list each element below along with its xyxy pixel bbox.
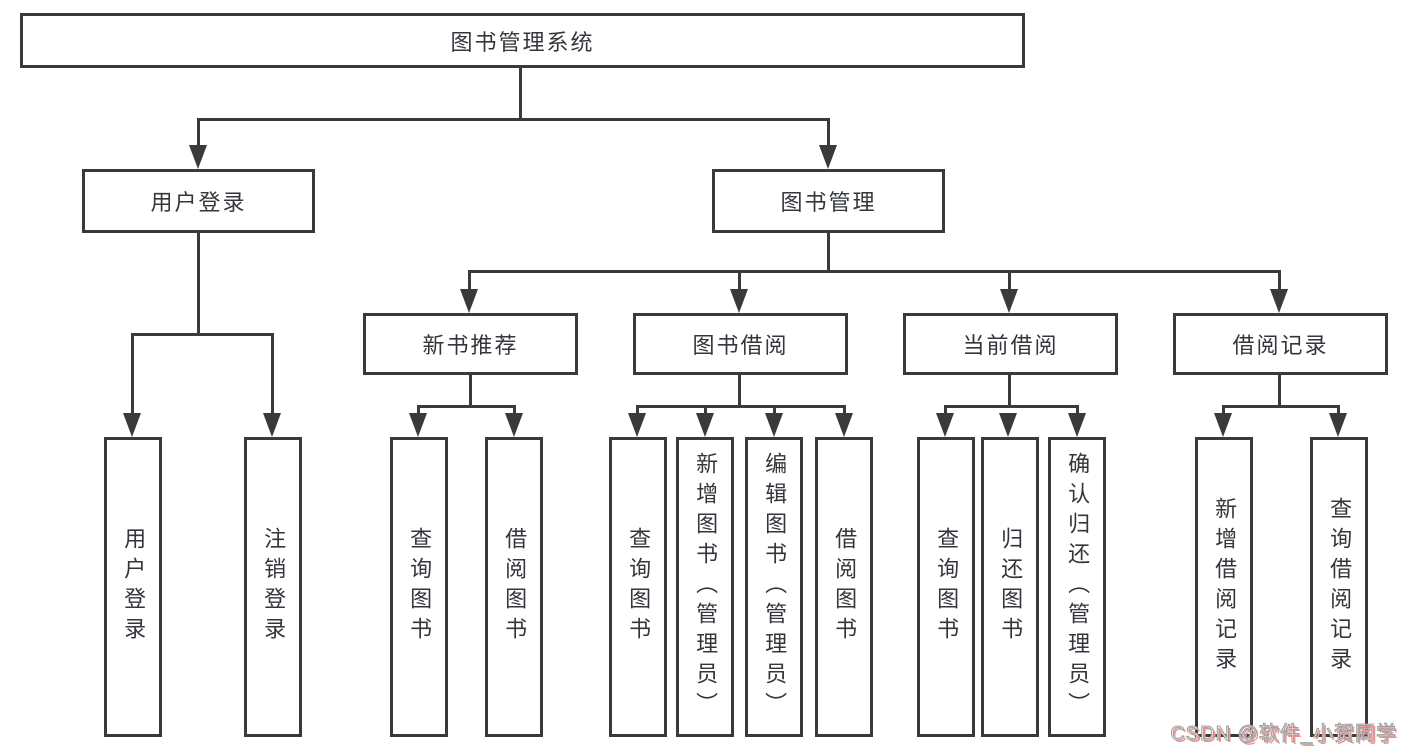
node-book-management: 图书管理 xyxy=(712,169,945,233)
node-current-borrow: 当前借阅 xyxy=(903,313,1118,375)
node-label: 借阅记录 xyxy=(1232,333,1329,358)
arrow-down-icon xyxy=(1000,289,1018,313)
leaf-query-books-borrow: 查询图书 xyxy=(609,437,667,737)
connector-line xyxy=(1278,375,1281,408)
leaf-query-books-recommend: 查询图书 xyxy=(390,437,448,737)
node-new-book-recommend: 新书推荐 xyxy=(363,313,578,375)
leaf-query-books-current: 查询图书 xyxy=(917,437,975,737)
connector-line xyxy=(1008,270,1011,292)
connector-line xyxy=(738,270,741,292)
connector-line xyxy=(468,270,1281,273)
node-label: 图书借阅 xyxy=(692,333,789,358)
connector-line xyxy=(636,405,639,417)
node-label: 查询图书 xyxy=(407,527,433,647)
arrow-down-icon xyxy=(1329,413,1347,437)
leaf-user-login: 用户登录 xyxy=(104,437,162,737)
connector-line xyxy=(1076,405,1079,417)
node-label: 当前借阅 xyxy=(962,333,1059,358)
connector-line xyxy=(197,118,830,121)
arrow-down-icon xyxy=(819,145,837,169)
node-label: 借阅图书 xyxy=(502,527,528,647)
connector-line xyxy=(1008,375,1011,408)
connector-line xyxy=(469,375,472,408)
node-label: 查询图书 xyxy=(934,527,960,647)
arrow-down-icon xyxy=(1214,413,1232,437)
node-label: 用户登录 xyxy=(121,527,147,647)
connector-line xyxy=(131,333,134,415)
leaf-return-books: 归还图书 xyxy=(981,437,1039,737)
leaf-edit-books-admin: 编辑图书（管理员） xyxy=(745,437,803,737)
arrow-down-icon xyxy=(460,289,478,313)
connector-line xyxy=(197,118,200,147)
arrow-down-icon xyxy=(1068,413,1086,437)
connector-line xyxy=(417,405,420,417)
arrow-down-icon xyxy=(696,413,714,437)
node-label: 归还图书 xyxy=(998,527,1024,647)
node-label: 注销登录 xyxy=(261,527,287,647)
node-label: 用户登录 xyxy=(150,190,247,215)
arrow-down-icon xyxy=(936,413,954,437)
connector-line xyxy=(738,375,741,408)
arrow-down-icon xyxy=(999,413,1017,437)
arrow-down-icon xyxy=(189,145,207,169)
arrow-down-icon xyxy=(263,413,281,437)
node-user-login: 用户登录 xyxy=(82,169,315,233)
connector-line xyxy=(704,405,707,417)
connector-line xyxy=(519,68,522,120)
node-label: 新增借阅记录 xyxy=(1212,497,1238,677)
node-label: 确认归还（管理员） xyxy=(1065,452,1091,722)
connector-line xyxy=(827,118,830,147)
connector-line xyxy=(773,405,776,417)
arrow-down-icon xyxy=(730,289,748,313)
node-label: 新增图书（管理员） xyxy=(693,452,719,722)
leaf-logout: 注销登录 xyxy=(244,437,302,737)
arrow-down-icon xyxy=(123,413,141,437)
arrow-down-icon xyxy=(765,413,783,437)
connector-line xyxy=(944,405,947,417)
connector-line xyxy=(1222,405,1225,417)
node-label: 图书管理系统 xyxy=(450,29,595,55)
leaf-query-borrow-record: 查询借阅记录 xyxy=(1310,437,1368,737)
connector-line xyxy=(417,405,516,408)
node-root-library-system: 图书管理系统 xyxy=(20,13,1025,68)
connector-line xyxy=(271,333,274,415)
node-label: 编辑图书（管理员） xyxy=(762,452,788,722)
connector-line xyxy=(513,405,516,417)
arrow-down-icon xyxy=(409,413,427,437)
node-label: 借阅图书 xyxy=(832,527,858,647)
csdn-watermark: CSDN @软件_小贺同学 xyxy=(1170,723,1397,746)
leaf-confirm-return-admin: 确认归还（管理员） xyxy=(1048,437,1106,737)
leaf-borrow-books-recommend: 借阅图书 xyxy=(485,437,543,737)
arrow-down-icon xyxy=(835,413,853,437)
node-label: 新书推荐 xyxy=(422,333,519,358)
connector-line xyxy=(636,405,846,408)
connector-line xyxy=(944,405,1079,408)
connector-line xyxy=(1222,405,1340,408)
node-label: 查询图书 xyxy=(626,527,652,647)
connector-line xyxy=(843,405,846,417)
node-borrow-records: 借阅记录 xyxy=(1173,313,1388,375)
connector-line xyxy=(1278,270,1281,292)
leaf-add-books-admin: 新增图书（管理员） xyxy=(676,437,734,737)
connector-line xyxy=(827,233,830,273)
leaf-add-borrow-record: 新增借阅记录 xyxy=(1195,437,1253,737)
arrow-down-icon xyxy=(1270,289,1288,313)
arrow-down-icon xyxy=(628,413,646,437)
arrow-down-icon xyxy=(505,413,523,437)
leaf-borrow-books: 借阅图书 xyxy=(815,437,873,737)
connector-line xyxy=(1337,405,1340,417)
node-label: 图书管理 xyxy=(780,190,877,215)
connector-line xyxy=(468,270,471,292)
connector-line xyxy=(197,233,200,336)
node-label: 查询借阅记录 xyxy=(1327,497,1353,677)
connector-line xyxy=(131,333,274,336)
node-book-borrow: 图书借阅 xyxy=(633,313,848,375)
